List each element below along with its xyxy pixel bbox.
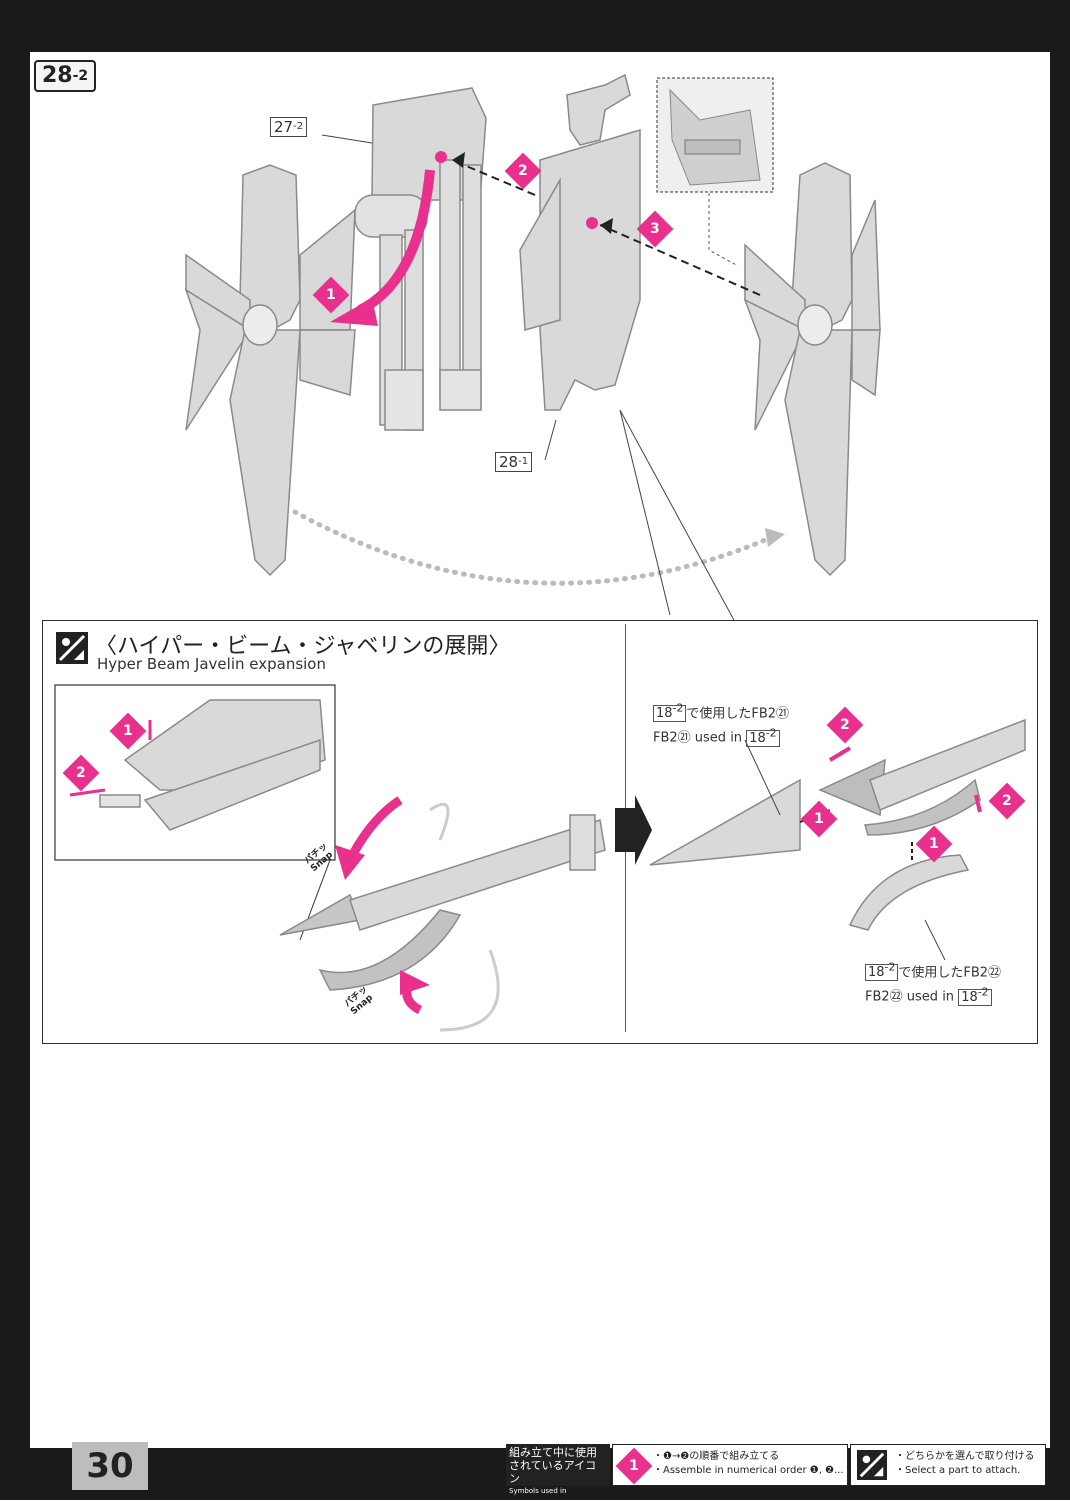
step-tag: 28-2 — [34, 60, 97, 92]
select-icon — [857, 1450, 887, 1480]
callout-number: 28 — [499, 453, 519, 471]
page-frame-right — [1050, 0, 1070, 1500]
detail-inset — [656, 77, 774, 193]
callout-sub: -2 — [293, 121, 304, 132]
legend-select-jp: ・どちらかを選んで取り付ける — [895, 1451, 1035, 1462]
legend-order-jp: ・❶→❷の順番で組み立てる — [653, 1451, 780, 1462]
legend-header: 組み立て中に使用されているアイコン Symbols used in instru… — [506, 1444, 610, 1508]
select-icon — [56, 632, 88, 664]
page-number: 30 — [72, 1442, 148, 1490]
page-frame-top — [0, 0, 1070, 52]
legend-header-jp: 組み立て中に使用されているアイコン — [509, 1446, 597, 1485]
ref-step-box: 18-2 — [958, 985, 992, 1006]
javelin-expanded — [279, 814, 606, 991]
pin-hole-1 — [435, 151, 447, 163]
blade-part-21 — [649, 778, 801, 866]
step-sub: -2 — [72, 68, 89, 84]
callout-part-28-1: 28-1 — [495, 452, 533, 472]
callout-number: 27 — [274, 118, 294, 136]
ref-step-box: 18-2 — [653, 702, 687, 723]
left-wing-binder — [184, 164, 356, 577]
pin-hole-2 — [586, 217, 598, 229]
blade-part-22 — [848, 854, 970, 931]
ref-text-en: FB2㉑ used in — [653, 730, 743, 746]
callout-sub: -1 — [518, 456, 529, 467]
cannon-part — [354, 87, 487, 431]
ref-text-jp: で使用したFB2㉑ — [686, 706, 790, 722]
main-illustration — [184, 73, 881, 620]
ref-step-box: 18-2 — [865, 961, 899, 982]
arrow-right-icon — [615, 795, 652, 865]
legend-select: ・どちらかを選んで取り付ける ・Select a part to attach. — [850, 1444, 1046, 1486]
right-wing-binder — [743, 162, 881, 577]
javelin-illustration — [54, 684, 1026, 1032]
section-title-en: Hyper Beam Javelin expansion — [97, 655, 326, 673]
legend-order-en: ・Assemble in numerical order ❶, ❷... — [653, 1465, 844, 1476]
javelin-section — [42, 620, 1038, 1044]
order-badge-icon: 1 — [615, 1447, 653, 1485]
ref-step-box: 18-2 — [746, 726, 780, 747]
javelin-folded — [99, 699, 326, 831]
legend-order: 1 ・❶→❷の順番で組み立てる ・Assemble in numerical o… — [612, 1444, 848, 1486]
section-title-jp: 〈ハイパー・ビーム・ジャベリンの展開〉 — [95, 634, 511, 659]
ref-text-en: FB2㉒ used in — [865, 989, 955, 1005]
ref-text-jp: で使用したFB2㉒ — [898, 965, 1002, 981]
step-number: 28 — [42, 63, 73, 88]
callout-part-27-2: 27-2 — [270, 117, 308, 137]
javelin-tip-assembly — [818, 718, 1026, 836]
page-frame-left — [0, 0, 30, 1500]
legend-header-en: Symbols used in instructions — [509, 1487, 567, 1508]
armor-part — [519, 73, 641, 411]
legend-select-en: ・Select a part to attach. — [895, 1465, 1021, 1476]
